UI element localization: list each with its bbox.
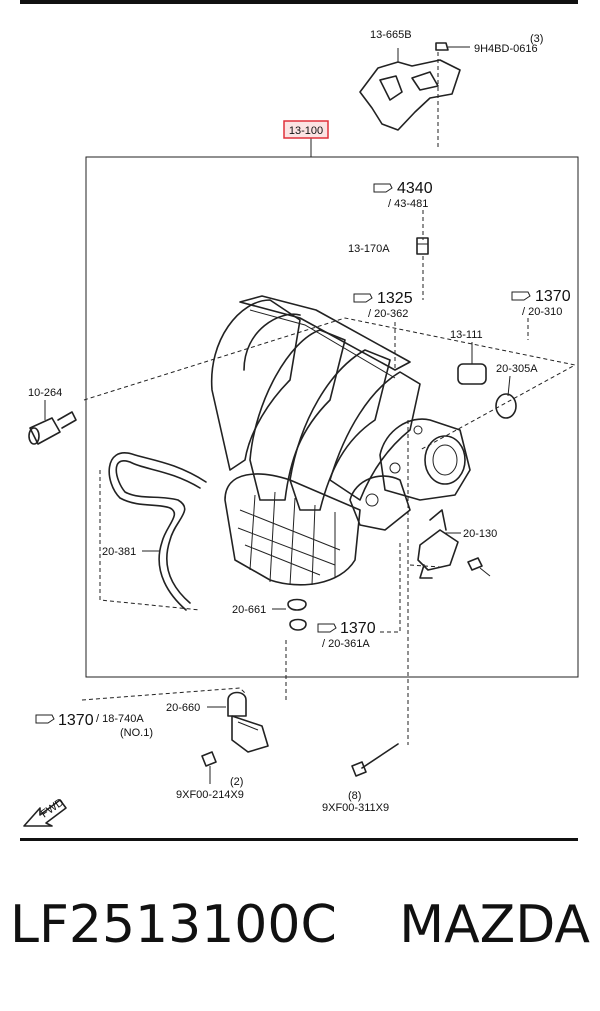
bracket-bolt-label: 9H4BD-0616	[474, 43, 538, 55]
ref-1370-left-label: 1370	[58, 712, 94, 729]
bolt-small-icon	[201, 751, 217, 784]
ref-18-740a-label: / 18-740A	[96, 713, 144, 725]
gasket-13-111-icon	[457, 363, 487, 385]
bolt-long-icon	[351, 743, 399, 777]
ref-43-481-label: / 43-481	[388, 198, 428, 210]
solenoid-20-660-icon	[227, 691, 269, 753]
bracket-bolt-icon	[435, 42, 470, 51]
fitting-label: 13-170A	[348, 243, 390, 255]
svg-text:FWD: FWD	[39, 796, 66, 820]
fitting-13-170a-icon	[416, 237, 429, 255]
actuator-label: 20-130	[463, 528, 497, 540]
intake-manifold	[210, 295, 471, 586]
hose-label: 20-381	[102, 546, 136, 558]
bolt-long-label: 9XF00-311X9	[322, 802, 389, 814]
sensor-label: 10-264	[28, 387, 62, 399]
envelope-left	[99, 470, 201, 611]
assembly-frame	[85, 156, 579, 678]
part-number: LF2513100C	[10, 895, 337, 955]
ref-4340-icon	[373, 183, 393, 193]
ref-1370-mid-icon	[317, 623, 337, 633]
gasket-label: 13-111	[450, 329, 483, 341]
bracket-13-665b	[359, 48, 461, 131]
solenoid-label: 20-660	[166, 702, 200, 714]
bottom-rule	[20, 838, 578, 841]
seal-label: 20-661	[232, 604, 266, 616]
bolt-long-qty: (8)	[348, 790, 361, 802]
ref-20-361a-label: / 20-361A	[322, 638, 370, 650]
bracket-label: 13-665B	[370, 29, 412, 41]
bracket-bolt-qty: (3)	[530, 33, 543, 45]
lower-left-leader	[81, 687, 246, 701]
ref-no1-label: (NO.1)	[120, 727, 153, 739]
actuator-20-130-icon	[417, 509, 459, 579]
svg-text:13-100: 13-100	[289, 125, 323, 137]
caption: LF2513100C MAZDA	[10, 895, 590, 955]
ref-1325-label: 1325	[377, 290, 413, 307]
actuator-screw-icon	[467, 557, 491, 577]
main-assembly-label[interactable]: 13-100	[283, 120, 329, 139]
ref-1370-right-label: 1370	[535, 288, 571, 305]
ref-1325-icon	[353, 293, 373, 303]
fwd-arrow-icon: FWD	[23, 796, 67, 827]
bolt-small-label: 9XF00-214X9	[176, 789, 244, 801]
brand-name: MAZDA	[399, 895, 590, 955]
ref-20-310-label: / 20-310	[522, 306, 562, 318]
bolt-small-qty: (2)	[230, 776, 243, 788]
hose-20-381-icon	[108, 452, 207, 611]
ref-1370-mid-label: 1370	[340, 620, 376, 637]
seal-20-661-icon	[287, 598, 307, 631]
top-rule	[20, 0, 578, 4]
oring-label: 20-305A	[496, 363, 538, 375]
oring-20-305a-icon	[495, 393, 517, 419]
ref-20-362-label: / 20-362	[368, 308, 408, 320]
ref-1370-mid-leader	[380, 540, 401, 633]
sensor-10-264-icon	[28, 411, 77, 445]
ref-1370-right-icon	[511, 291, 531, 301]
ref-4340-label: 4340	[397, 180, 433, 197]
ref-1370-left-icon	[35, 714, 55, 724]
